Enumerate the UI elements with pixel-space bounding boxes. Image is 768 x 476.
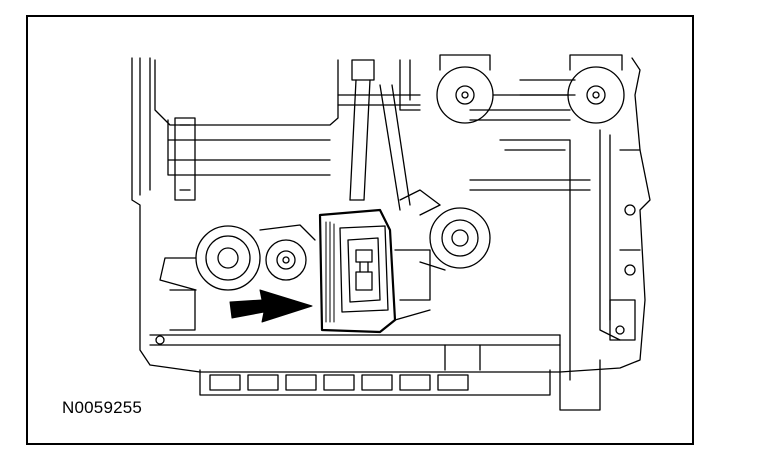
bolt-details <box>155 204 636 345</box>
left-bosses <box>159 224 316 291</box>
upper-bosses <box>436 54 625 124</box>
sensor-connector <box>318 208 431 334</box>
right-boss <box>399 189 491 271</box>
figure-frame <box>26 15 694 445</box>
figure-id: N0059255 <box>62 398 143 417</box>
housing-outline <box>131 57 651 381</box>
arrow-icon <box>229 289 313 323</box>
lower-pan <box>149 299 636 411</box>
linkage-rod <box>349 59 411 211</box>
